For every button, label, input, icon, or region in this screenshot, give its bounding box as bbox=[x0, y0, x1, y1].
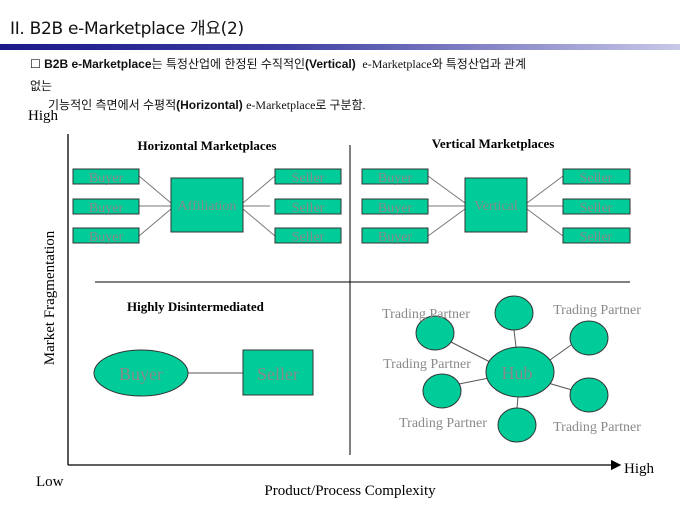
seller-box bbox=[274, 168, 342, 185]
buyer-label: Buyer bbox=[89, 230, 124, 245]
seller-box bbox=[562, 198, 631, 215]
intro-bold-vertical: (Vertical) bbox=[305, 57, 356, 71]
trading-partner-label: Trading Partner bbox=[553, 420, 641, 435]
intro-line-2: 없는 bbox=[30, 79, 53, 93]
intro-text: 는 특정산업에 한정된 수직적인 bbox=[151, 57, 306, 71]
title-divider-bar bbox=[0, 44, 680, 50]
buyer-label: Buyer bbox=[378, 201, 413, 216]
seller-box bbox=[274, 198, 342, 215]
intro-text: 기능적인 측면에서 수평적 bbox=[48, 98, 177, 112]
intro-bold-horizontal: (Horizontal) bbox=[176, 98, 243, 112]
vertical-marketplaces-title: Vertical Marketplaces bbox=[432, 136, 555, 151]
buyer-box bbox=[72, 227, 140, 244]
affiliation-label: Affiliation bbox=[178, 199, 237, 214]
trading-partner-node bbox=[569, 377, 609, 413]
horizontal-marketplaces-title: Horizontal Marketplaces bbox=[138, 138, 277, 153]
seller-label: Seller bbox=[292, 230, 325, 245]
intro-text: e-Marketplace와 특정산업과 관계 bbox=[362, 57, 527, 71]
trading-partner-label: Trading Partner bbox=[399, 416, 487, 431]
x-axis-label: Product/Process Complexity bbox=[264, 483, 436, 499]
trading-partner-node bbox=[422, 373, 462, 409]
slide-title: II. B2B e-Marketplace 개요(2) bbox=[10, 19, 244, 39]
seller-box bbox=[274, 227, 342, 244]
x-axis-high-label: High bbox=[624, 461, 655, 477]
buyer-box bbox=[361, 168, 429, 185]
trading-partner-node bbox=[415, 315, 455, 351]
buyer-label: Buyer bbox=[89, 201, 124, 216]
intro-bold-term: B2B e-Marketplace bbox=[44, 57, 152, 71]
hub-label: Hub bbox=[502, 363, 533, 383]
buyer-box bbox=[72, 198, 140, 215]
trading-partner-node bbox=[569, 320, 609, 356]
trading-partner-node bbox=[494, 295, 534, 331]
seller-label: Seller bbox=[580, 171, 613, 186]
y-axis-high-label: High bbox=[28, 108, 59, 124]
affiliation-box bbox=[170, 177, 244, 233]
trading-partner-label: Trading Partner bbox=[382, 307, 470, 322]
intro-line-3: 기능적인 측면에서 수평적(Horizontal) e-Marketplace로… bbox=[48, 96, 366, 113]
intro-line-1: ☐ B2B e-Marketplace는 특정산업에 한정된 수직적인(Vert… bbox=[30, 55, 526, 72]
seller-label: Seller bbox=[580, 201, 613, 216]
seller-label: Seller bbox=[292, 171, 325, 186]
seller-box bbox=[242, 349, 314, 396]
vertical-label: Vertical bbox=[474, 199, 518, 214]
bullet-icon: ☐ bbox=[30, 57, 41, 71]
seller-label: Seller bbox=[292, 201, 325, 216]
seller-label: Seller bbox=[580, 230, 613, 245]
buyer-box bbox=[72, 168, 140, 185]
buyer-label: Buyer bbox=[378, 230, 413, 245]
buyer-box bbox=[361, 198, 429, 215]
seller-box bbox=[562, 227, 631, 244]
y-axis-label: Market Fragmentation bbox=[42, 230, 58, 365]
seller-label: Seller bbox=[257, 364, 299, 384]
buyer-label: Buyer bbox=[89, 171, 124, 186]
trading-partner-node bbox=[497, 407, 537, 443]
intro-text: e-Marketplace로 구분함. bbox=[246, 98, 366, 112]
buyer-label: Buyer bbox=[378, 171, 413, 186]
trading-partner-label: Trading Partner bbox=[553, 303, 641, 318]
buyer-label: Buyer bbox=[119, 364, 163, 384]
buyer-box bbox=[361, 227, 429, 244]
vertical-box bbox=[464, 177, 528, 233]
hub-ellipse bbox=[485, 346, 555, 398]
trading-partner-label: Trading Partner bbox=[383, 357, 471, 372]
highly-disintermediated-title: Highly Disintermediated bbox=[127, 299, 265, 314]
low-label: Low bbox=[36, 474, 64, 490]
buyer-ellipse bbox=[93, 349, 189, 397]
seller-box bbox=[562, 168, 631, 185]
